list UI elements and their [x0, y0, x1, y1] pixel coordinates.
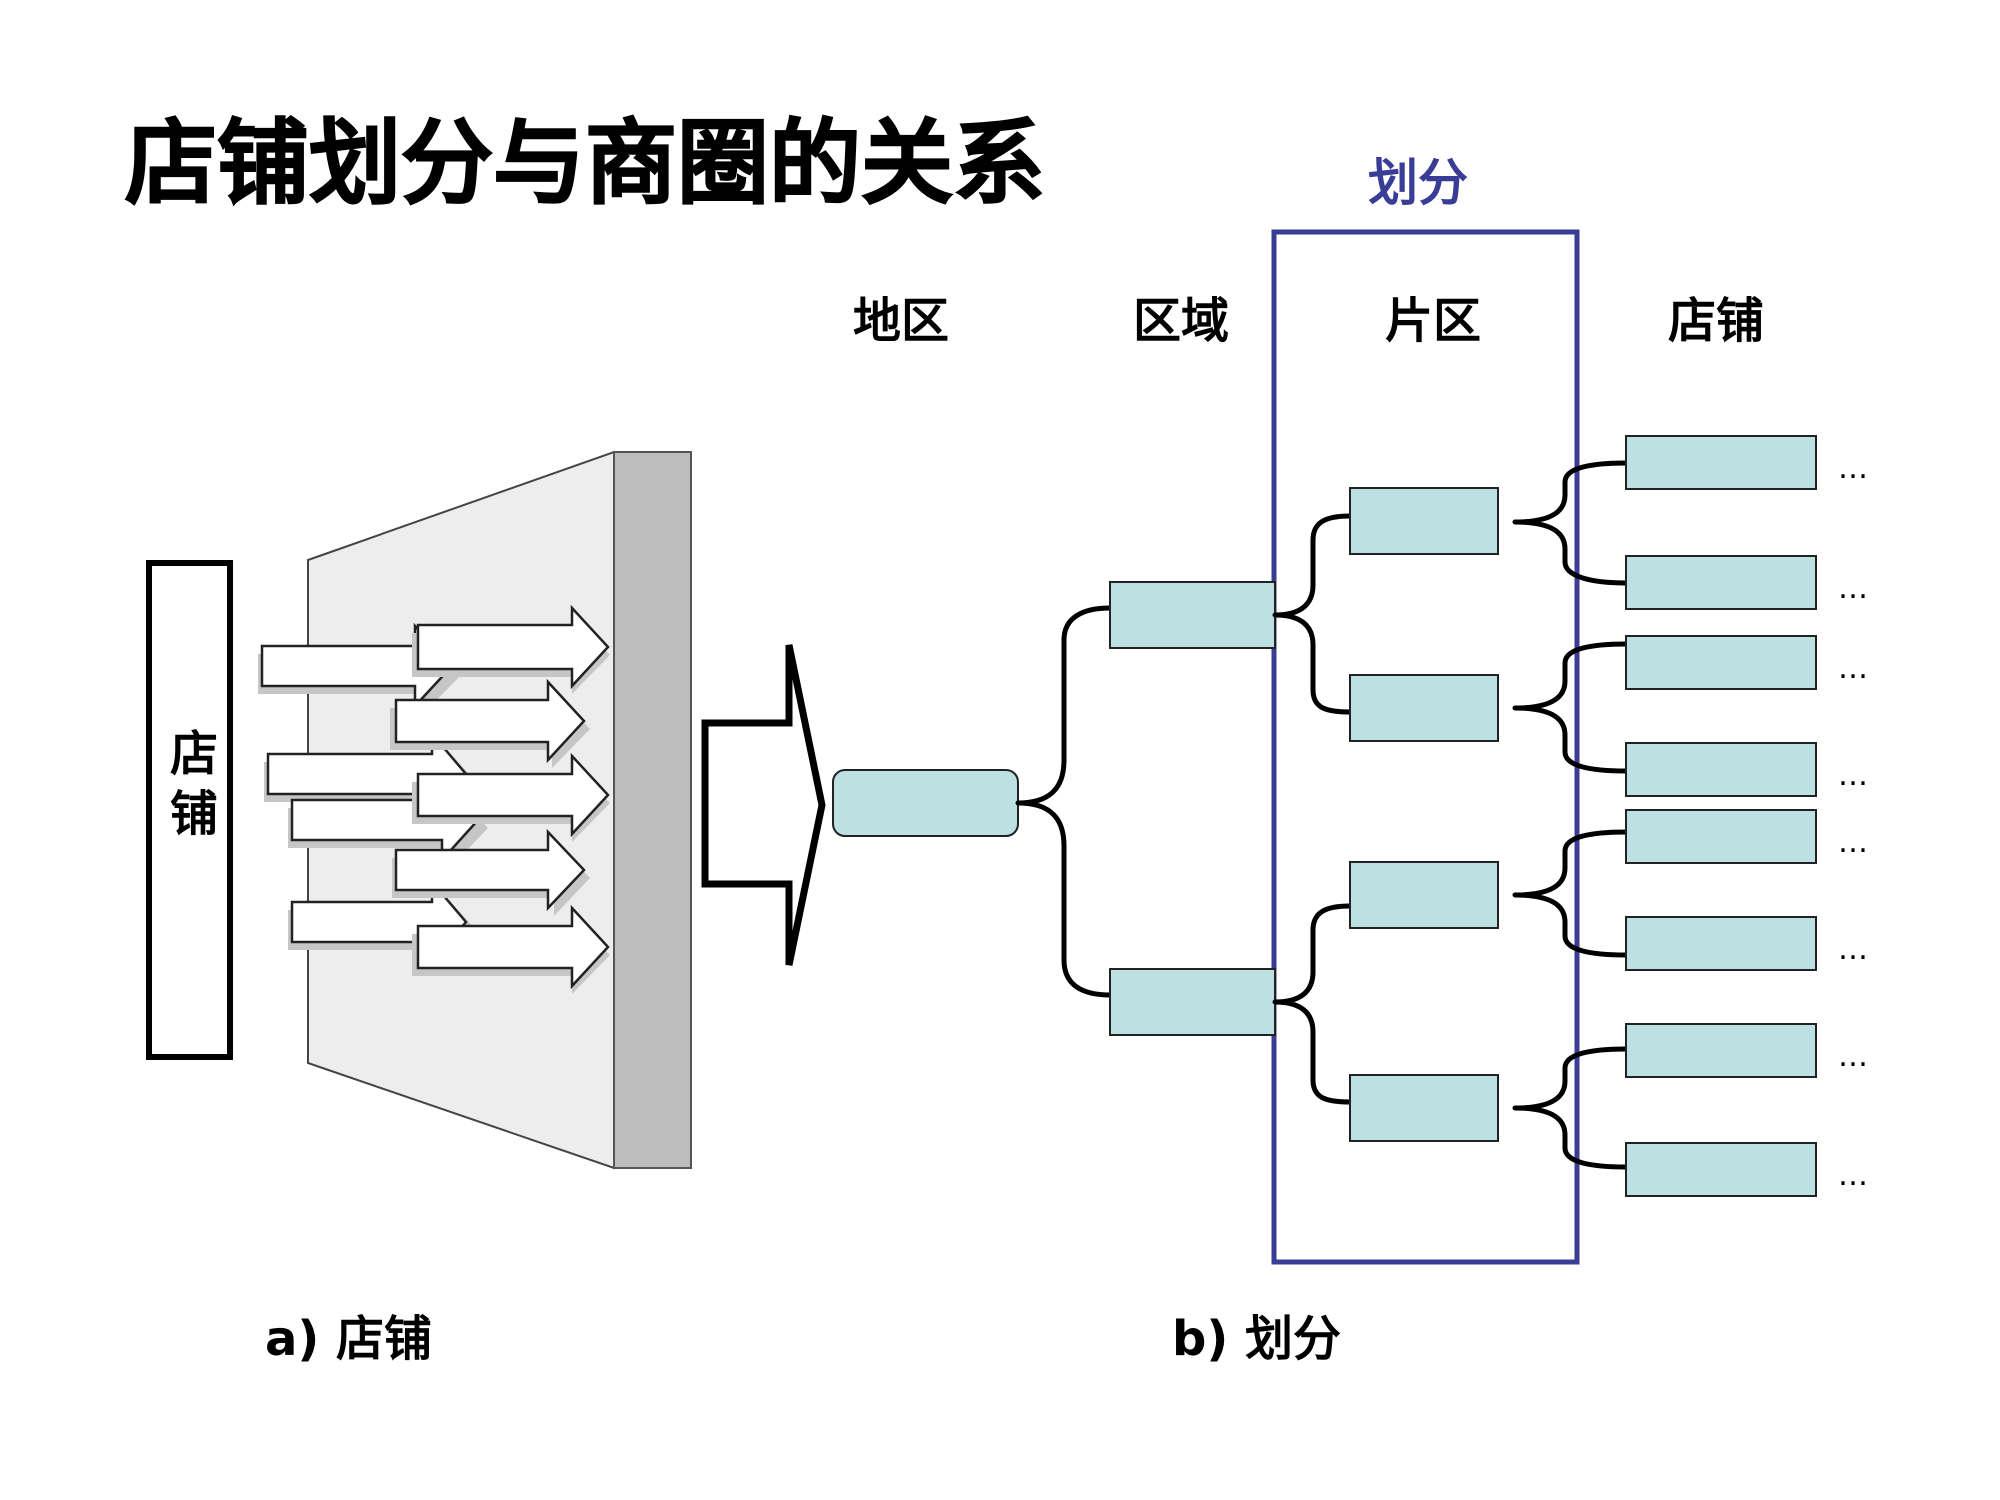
column-header-district: 片区	[1385, 293, 1481, 349]
ellipsis: …	[1838, 1158, 1871, 1193]
area-brace	[1272, 513, 1353, 715]
flow-arrows	[258, 604, 610, 994]
store-box	[146, 560, 233, 1060]
store-node	[1625, 1023, 1817, 1078]
district-node	[1349, 861, 1499, 929]
flow-arrow	[392, 828, 590, 916]
transition-arrow	[701, 644, 826, 966]
ellipsis: …	[1838, 651, 1871, 686]
district-brace	[1512, 460, 1629, 586]
column-header-area: 区域	[1133, 293, 1229, 349]
store-box-char-2: 铺	[170, 786, 218, 842]
store-node	[1625, 742, 1817, 797]
district-brace	[1512, 641, 1629, 774]
district-node	[1349, 487, 1499, 555]
district-node	[1349, 1074, 1499, 1142]
ellipsis: …	[1838, 825, 1871, 860]
flow-arrow	[412, 604, 610, 694]
column-header-store: 店铺	[1668, 293, 1764, 349]
ellipsis: …	[1838, 571, 1871, 606]
ellipsis: …	[1838, 1039, 1871, 1074]
ellipsis: …	[1838, 932, 1871, 967]
caption-b: b) 划分	[1172, 1311, 1341, 1367]
store-node	[1625, 916, 1817, 971]
flow-arrow	[258, 622, 462, 714]
column-header-region: 地区	[853, 293, 949, 349]
area-node	[1109, 968, 1276, 1036]
flow-arrow	[412, 752, 610, 842]
district-brace	[1512, 829, 1629, 958]
ellipsis: …	[1838, 451, 1871, 486]
store-node	[1625, 555, 1817, 610]
caption-a: a) 店铺	[265, 1311, 432, 1367]
district-node	[1349, 674, 1499, 742]
region-brace	[1015, 605, 1113, 998]
store-node	[1625, 635, 1817, 690]
ellipsis: …	[1838, 758, 1871, 793]
partition-label: 划分	[1368, 154, 1468, 212]
store-box-label: 店 铺	[170, 726, 235, 842]
region-node	[832, 769, 1019, 837]
flow-arrow	[412, 904, 610, 994]
partition-frame	[1271, 229, 1580, 1265]
area-brace	[1272, 903, 1353, 1105]
store-node	[1625, 809, 1817, 864]
page-title: 店铺划分与商圈的关系	[125, 110, 1045, 217]
store-node	[1625, 1142, 1817, 1197]
area-node	[1109, 581, 1276, 649]
district-brace	[1512, 1046, 1629, 1170]
store-node	[1625, 435, 1817, 490]
catchment-wall-edge	[613, 451, 692, 1169]
flow-arrow	[390, 678, 590, 768]
store-box-char-1: 店	[170, 726, 218, 782]
